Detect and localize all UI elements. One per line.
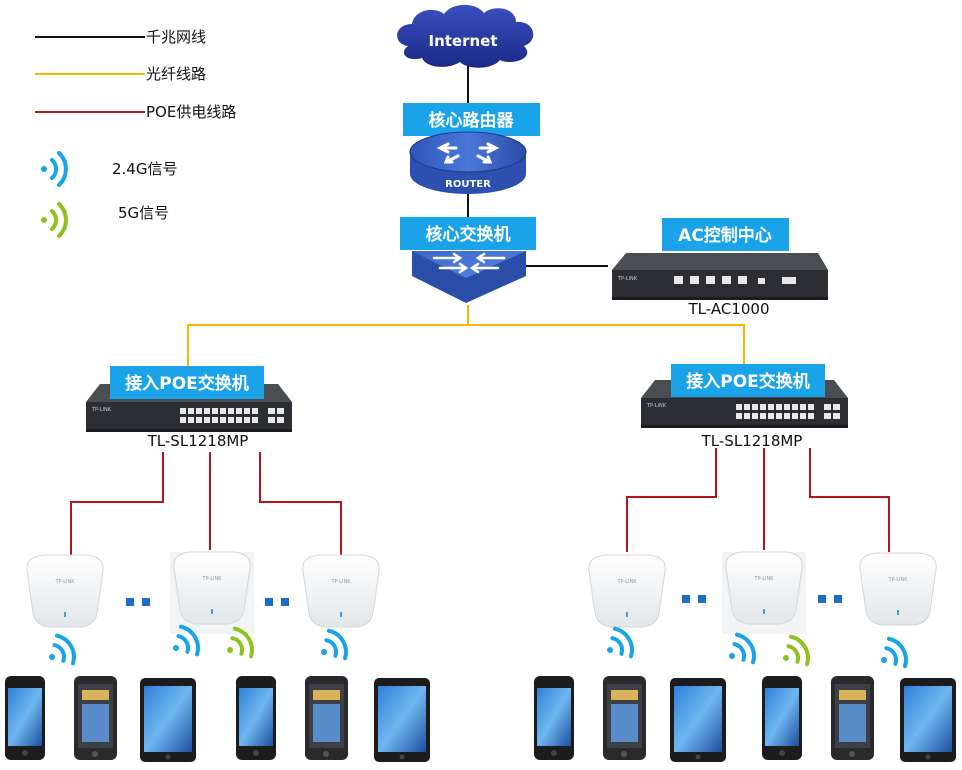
wifi24-icon-ap6 <box>881 636 908 669</box>
wifi24-icon-ap2 <box>173 624 200 657</box>
ellipsis-dots-left-2 <box>265 598 289 606</box>
legend-wifi24-label: 2.4G信号 <box>112 160 177 178</box>
fiber-trunk-link <box>187 305 469 372</box>
internet-cloud: Internet <box>397 4 534 68</box>
ac-device-icon: TP-LINK <box>612 253 828 300</box>
poe-link-ap-4 <box>626 448 717 552</box>
internet-label: Internet <box>428 32 497 50</box>
access-point-5-brand: TP-LINK <box>753 576 774 582</box>
legend-wifi24-icon <box>41 151 68 187</box>
client-tablet-1 <box>140 678 196 762</box>
router-title-box <box>403 103 540 136</box>
client-phone-1 <box>5 676 45 760</box>
poe-switch-right-model: TL-SL1218MP <box>701 432 803 450</box>
access-point-4: TP-LINK <box>588 554 666 628</box>
poe-link-ap-3 <box>259 452 342 555</box>
wifi24-icon-ap5 <box>729 632 756 665</box>
client-tablet-3 <box>670 678 726 762</box>
access-point-1: TP-LINK <box>26 554 104 628</box>
legend: 千兆网线 光纤线路 POE供电线路 2.4G信号 5G信号 <box>35 28 236 238</box>
client-phone-4 <box>305 676 348 760</box>
router-title: 核心路由器 <box>429 110 515 131</box>
client-phone-7 <box>762 676 802 760</box>
poe-switch-left-title: 接入POE交换机 <box>125 373 249 394</box>
legend-wifi5-icon <box>41 202 68 238</box>
client-phone-3 <box>236 676 276 760</box>
poe-switch-left-title-box <box>110 366 264 399</box>
access-point-3-brand: TP-LINK <box>330 579 351 585</box>
ac-model: TL-AC1000 <box>688 300 770 318</box>
ellipsis-dots-left-1 <box>126 598 150 606</box>
access-point-5: TP-LINK <box>725 551 803 625</box>
core-switch-icon <box>412 251 526 303</box>
wifi5-icon-ap2 <box>227 626 254 659</box>
wifi24-icon-ap3 <box>321 628 348 661</box>
ellipsis-markers <box>126 595 842 606</box>
client-phone-2 <box>74 676 117 760</box>
poe-link-ap-1 <box>70 452 164 555</box>
access-point-4-brand: TP-LINK <box>616 579 637 585</box>
access-points: TP-LINK TP-LINK TP-LINK TP-LINK TP-LINK <box>26 551 937 634</box>
access-point-3: TP-LINK <box>302 554 380 628</box>
client-devices <box>5 676 956 762</box>
fiber-right-link <box>468 324 745 366</box>
poe-switch-right-title: 接入POE交换机 <box>686 371 810 392</box>
access-point-6: TP-LINK <box>859 552 937 626</box>
ac-controller: AC控制中心 TP-LINK TL-AC1000 <box>612 218 828 318</box>
poe-switch-left-brand: TP-LINK <box>91 407 112 413</box>
connections <box>70 62 890 555</box>
legend-poe-label: POE供电线路 <box>146 103 236 121</box>
wifi24-icon-ap1 <box>49 633 76 666</box>
access-point-2-brand: TP-LINK <box>201 576 222 582</box>
ac-brand: TP-LINK <box>617 276 638 282</box>
wifi5-icon-ap5 <box>783 634 810 667</box>
core-switch-title-box <box>400 217 536 250</box>
wifi-signals <box>49 624 908 669</box>
core-switch-title: 核心交换机 <box>426 224 511 245</box>
ac-title: AC控制中心 <box>678 225 772 246</box>
ellipsis-dots-right-2 <box>818 595 842 603</box>
poe-switch-right-brand: TP-LINK <box>646 403 667 409</box>
core-switch: 核心交换机 <box>400 217 536 303</box>
poe-switch-right: TP-LINK 接入POE交换机 TL-SL1218MP <box>641 364 848 450</box>
access-point-1-brand: TP-LINK <box>54 579 75 585</box>
legend-wifi5-label: 5G信号 <box>118 204 169 222</box>
router-device-text: ROUTER <box>445 179 491 190</box>
poe-switch-right-title-box <box>671 364 825 397</box>
poe-switch-left: TP-LINK 接入POE交换机 TL-SL1218MP <box>86 366 292 450</box>
client-phone-6 <box>603 676 646 760</box>
client-phone-5 <box>534 676 574 760</box>
access-point-2: TP-LINK <box>173 551 251 625</box>
client-tablet-2 <box>374 678 430 762</box>
poe-link-ap-6 <box>809 448 890 552</box>
wifi24-icon-ap4 <box>607 626 634 659</box>
ac-title-box <box>662 218 789 251</box>
client-tablet-4 <box>900 678 956 762</box>
core-router: 核心路由器 ROUTER <box>403 103 540 194</box>
access-point-6-brand: TP-LINK <box>887 577 908 583</box>
router-icon: ROUTER <box>409 131 527 194</box>
poe-switch-left-model: TL-SL1218MP <box>147 432 249 450</box>
legend-gigabit-label: 千兆网线 <box>146 28 206 46</box>
ellipsis-dots-right-1 <box>682 595 706 603</box>
legend-fiber-label: 光纤线路 <box>146 65 206 83</box>
client-phone-8 <box>831 676 874 760</box>
